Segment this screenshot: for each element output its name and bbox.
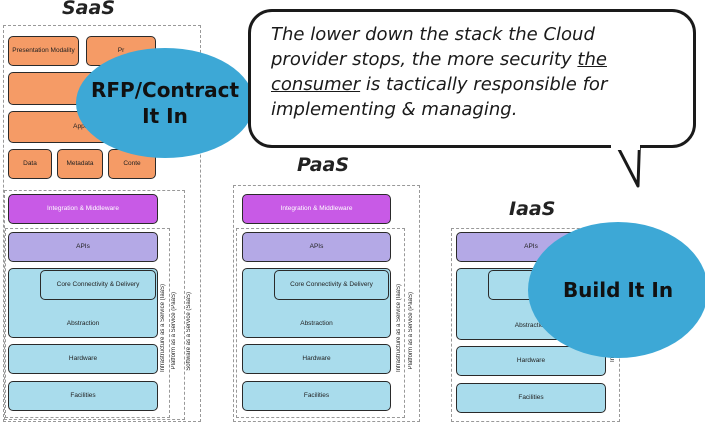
saas-integration-middleware: Integration & Middleware <box>8 194 158 224</box>
build-it-in-text: Build It In <box>562 278 674 302</box>
speech-bubble: The lower down the stack the Cloud provi… <box>248 9 696 148</box>
saas-apis: APIs <box>8 232 158 262</box>
saas-paas-outline <box>4 190 185 420</box>
iaas-facilities: Facilities <box>456 383 606 413</box>
paas-iaas-outline <box>236 228 405 418</box>
paas-hardware: Hardware <box>242 344 391 374</box>
speech-line-2b: the <box>577 49 607 70</box>
saas-iaas-label: Infrastructure as a Service (IaaS) <box>160 284 166 373</box>
paas-core-connectivity: Core Connectivity & Delivery <box>274 270 389 300</box>
speech-line-1: The lower down the stack the Cloud <box>271 24 595 45</box>
speech-line-3: consumer is tactically responsible for <box>271 72 677 97</box>
saas-metadata: Metadata <box>57 149 103 179</box>
saas-data: Data <box>8 149 52 179</box>
iaas-title: IaaS <box>509 198 556 220</box>
paas-integration-middleware: Integration & Middleware <box>242 194 391 224</box>
saas-saas-label: Software as a Service (SaaS) <box>186 292 192 371</box>
speech-line-3a: consumer <box>271 74 361 95</box>
paas-paas-label: Platform as a Service (PaaS) <box>408 292 414 370</box>
speech-line-3b: is tactically responsible for <box>360 74 608 95</box>
saas-outline <box>3 25 201 422</box>
paas-apis: APIs <box>242 232 391 262</box>
iaas-hardware: Hardware <box>456 346 606 376</box>
saas-title: SaaS <box>62 0 116 19</box>
saas-facilities: Facilities <box>8 381 158 411</box>
saas-iaas-outline <box>5 228 170 418</box>
rfp-contract-bubble: RFP/Contract It In <box>76 48 254 158</box>
speech-line-2: provider stops, the more security the <box>271 47 677 72</box>
speech-line-2a: provider stops, the more security <box>271 49 578 70</box>
speech-line-4: implementing & managing. <box>271 99 518 120</box>
saas-presentation-modality: Presentation Modality <box>8 36 79 66</box>
rfp-line-1: RFP/Contract <box>90 78 240 102</box>
paas-iaas-label: Infrastructure as a Service (IaaS) <box>396 284 402 373</box>
speech-tail-joint <box>611 140 640 150</box>
saas-paas-label: Platform as a Service (PaaS) <box>171 292 177 370</box>
paas-facilities: Facilities <box>242 381 391 411</box>
build-it-in-bubble: Build It In <box>528 222 705 358</box>
paas-title: PaaS <box>297 154 350 176</box>
saas-hardware: Hardware <box>8 344 158 374</box>
saas-core-connectivity: Core Connectivity & Delivery <box>40 270 156 300</box>
paas-outline <box>233 185 420 422</box>
rfp-line-2: It In <box>142 104 188 128</box>
